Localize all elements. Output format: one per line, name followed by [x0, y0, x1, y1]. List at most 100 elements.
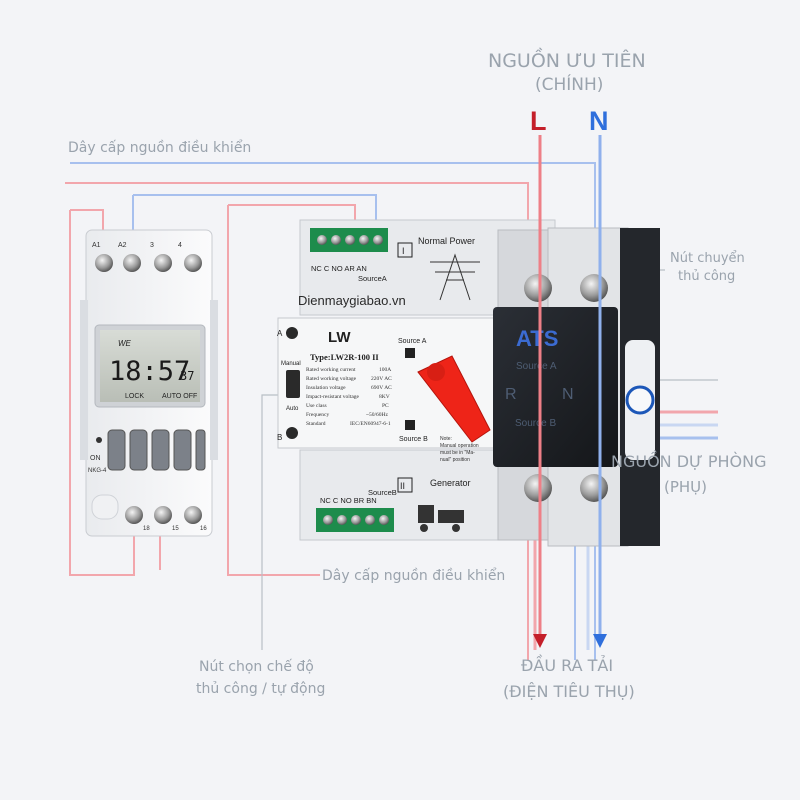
ats-type: Type:LW2R-100 II — [310, 352, 379, 362]
timer-seconds: 37 — [180, 369, 194, 383]
timer-brand: WE — [118, 339, 132, 348]
ats-brand-logo: LW — [328, 329, 351, 346]
svg-text:~50/60Hz: ~50/60Hz — [366, 412, 388, 418]
control-wire-label-top: Dây cấp nguồn điều khiển — [68, 139, 251, 156]
svg-text:Standard: Standard — [306, 421, 326, 427]
svg-text:Rated working current: Rated working current — [306, 367, 356, 373]
screw-icon — [580, 274, 608, 302]
timer-bottom-terminals: 18 15 16 — [125, 506, 207, 532]
line-l-label: L — [530, 106, 547, 136]
ats-spec-table: Rated working current 100A Rated working … — [306, 367, 392, 427]
ats-source-b-label: SourceB — [368, 488, 397, 497]
ats-switch-a-label: Source A — [398, 338, 427, 345]
screw-icon — [524, 274, 552, 302]
primary-source-title: NGUỒN ƯU TIÊN — [488, 46, 646, 72]
output-arrow-l-icon — [533, 634, 547, 648]
manual-switch-label-2: thủ công — [678, 269, 735, 284]
ats-terminal-block-b — [316, 508, 394, 532]
primary-source-subtitle: (CHÍNH) — [535, 73, 603, 95]
timer-terminal-label: 16 — [200, 526, 207, 532]
svg-text:Impact-resistant voltage: Impact-resistant voltage — [306, 394, 360, 400]
timer-top-terminals: A1 A2 3 4 — [92, 242, 202, 272]
backup-source-title: NGUỒN DỰ PHÒNG — [611, 450, 767, 471]
svg-text:PC: PC — [382, 403, 389, 409]
ats-side-source-b: Source B — [515, 418, 556, 429]
generator-icon — [418, 505, 464, 532]
screw-icon — [184, 506, 202, 524]
timer-terminal-label: 4 — [178, 242, 182, 249]
timer-on-label: ON — [90, 455, 101, 462]
ats-manual-label: Manual — [281, 361, 301, 367]
ats-side-n: N — [562, 386, 574, 403]
svg-text:IEC/EN60947-6-1: IEC/EN60947-6-1 — [350, 421, 391, 427]
ats-terminal-block-a — [310, 228, 388, 252]
mode-selector-switch[interactable] — [286, 370, 300, 398]
screw-icon — [154, 254, 172, 272]
screw-icon — [524, 474, 552, 502]
screw-icon — [95, 254, 113, 272]
svg-text:8KV: 8KV — [379, 394, 390, 400]
timer-lcd — [100, 330, 200, 402]
ats-mark-b: B — [277, 433, 282, 442]
svg-text:must be in "Ma-: must be in "Ma- — [440, 450, 475, 456]
timer-auto-off: AUTO OFF — [162, 393, 197, 400]
timer-model: NKG-4 — [88, 468, 107, 474]
output-arrow-n-icon — [593, 634, 607, 648]
ats-side-panel — [493, 307, 618, 467]
ats-side-source-a: Source A — [516, 361, 557, 372]
load-output-subtitle: (ĐIỆN TIÊU THỤ) — [503, 682, 635, 701]
ats-auto-label: Auto — [286, 406, 299, 412]
svg-text:Note:: Note: — [440, 436, 452, 442]
ats-device: NC C NO AR AN SourceA I Normal Power A B… — [277, 219, 660, 547]
ats-switch-b-label: Source B — [399, 436, 428, 443]
ats-side-r: R — [505, 386, 517, 403]
timer-device: A1 A2 3 4 WE 18:57 37 LOCK AUTO OFF ON N… — [80, 229, 218, 537]
mode-selector-label-1: Nút chọn chế độ — [199, 658, 314, 675]
ats-section-2-label: Generator — [430, 478, 471, 488]
svg-text:100A: 100A — [379, 367, 391, 373]
ats-side-label: ATS — [516, 326, 558, 351]
watermark: Dienmaygiabao.vn — [298, 293, 406, 308]
timer-terminal-label: 18 — [143, 526, 150, 532]
main-power-lines — [538, 135, 602, 640]
svg-text:nual" position: nual" position — [440, 457, 470, 463]
load-output-title: ĐẦU RA TẢI — [521, 654, 613, 675]
timer-buttons[interactable] — [107, 429, 206, 471]
ats-source-a-label: SourceA — [358, 274, 387, 283]
timer-terminal-label: A2 — [118, 242, 127, 249]
power-tower-icon — [430, 253, 480, 301]
svg-text:Rated working voltage: Rated working voltage — [306, 376, 357, 382]
timer-terminal-label: 3 — [150, 242, 154, 249]
svg-text:220V AC: 220V AC — [371, 376, 392, 382]
timer-terminal-label: 15 — [172, 526, 179, 532]
svg-text:Frequency: Frequency — [306, 412, 329, 418]
manual-switch-label-1: Nút chuyển — [670, 251, 745, 266]
line-n-label: N — [589, 106, 609, 136]
timer-terminal-label: A1 — [92, 242, 101, 249]
ats-section-1-label: Normal Power — [418, 236, 475, 246]
screw-icon — [123, 254, 141, 272]
timer-lock: LOCK — [125, 393, 144, 400]
side-knob-icon[interactable] — [625, 385, 655, 415]
screw-icon — [154, 506, 172, 524]
ats-terminals-b: NC C NO BR BN — [320, 496, 377, 505]
screw-icon — [125, 506, 143, 524]
timer-time: 18:57 — [109, 356, 190, 387]
mode-selector-label-2: thủ công / tự động — [196, 681, 325, 697]
screw-icon — [184, 254, 202, 272]
screw-icon — [580, 474, 608, 502]
svg-text:Manual operation: Manual operation — [440, 443, 479, 449]
timer-led — [96, 437, 102, 443]
ats-section-1: I — [402, 246, 405, 256]
svg-text:690V AC: 690V AC — [371, 385, 392, 391]
svg-text:Insulation voltage: Insulation voltage — [306, 385, 346, 391]
control-wire-label-bottom: Dây cấp nguồn điều khiển — [322, 567, 505, 584]
ats-note: Note: Manual operation must be in "Ma- n… — [440, 436, 479, 463]
backup-source-subtitle: (PHỤ) — [664, 478, 707, 496]
ats-section-2: II — [400, 481, 405, 491]
svg-text:Use class: Use class — [306, 403, 327, 409]
ats-mark-a: A — [277, 329, 283, 338]
ats-terminals-a: NC C NO AR AN — [311, 264, 367, 273]
